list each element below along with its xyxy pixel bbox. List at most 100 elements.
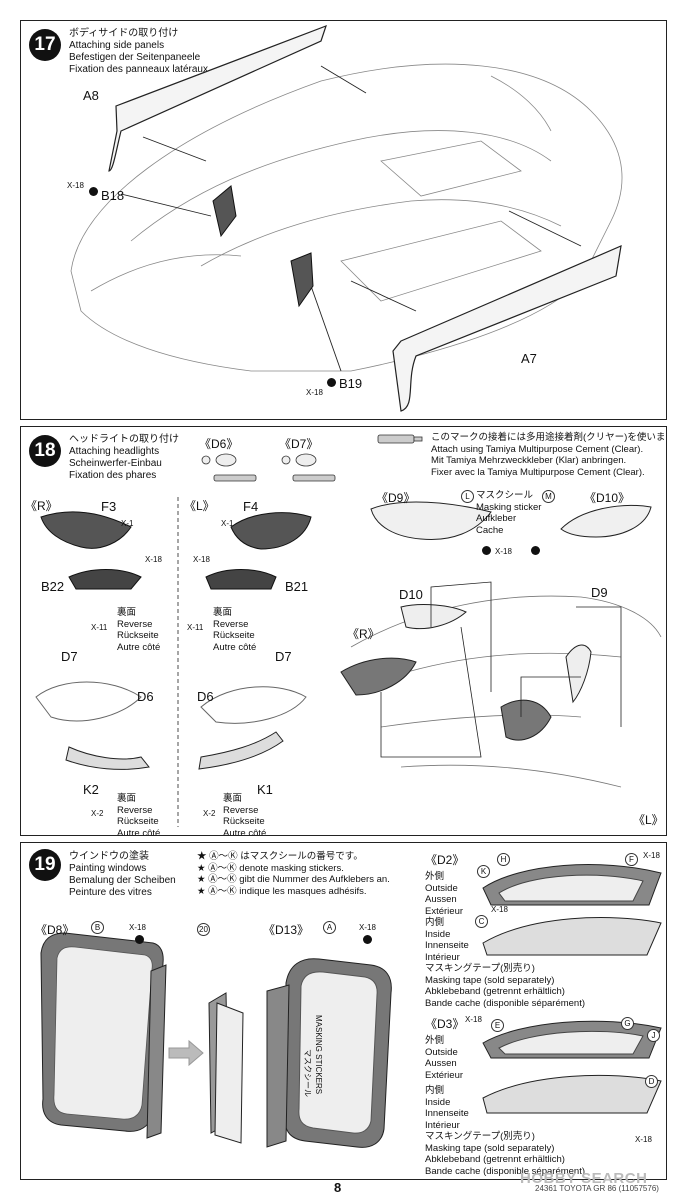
screw-icon xyxy=(89,187,98,196)
outside-fr: Extérieur xyxy=(425,905,464,917)
outside-de: Aussen xyxy=(425,894,457,905)
rev-de: Rückseite xyxy=(223,816,265,827)
rev-jp: 裏面 xyxy=(117,793,137,804)
outside-en: Outside xyxy=(425,882,458,894)
tape-en: Masking tape (sold separately) xyxy=(425,1142,555,1154)
part-d13-heading: 《D13》 xyxy=(263,923,310,937)
tape-jp: マスキングテープ(別売り) xyxy=(425,963,535,974)
left-side-heading: 《L》 xyxy=(633,813,664,827)
rev-de: Rückseite xyxy=(117,630,159,641)
outside-jp: 外側 xyxy=(425,871,445,882)
screw-x1-label: X-1 xyxy=(221,519,234,528)
mask-fr: Cache xyxy=(476,524,504,536)
cement-fr: Fixer avec la Tamiya Multipurpose Cement… xyxy=(431,466,645,478)
part-d6-label: D6 xyxy=(137,689,154,704)
screw-x18-label: X-18 xyxy=(495,547,512,556)
tape-note: マスキングテープ(別売り) Masking tape (sold separat… xyxy=(425,963,585,1009)
step-number: 19 xyxy=(29,849,61,881)
sticker-h-marker: H xyxy=(497,853,510,866)
rev-fr: Autre côté xyxy=(117,641,161,653)
title-de: Bemalung der Scheiben xyxy=(69,875,176,886)
cement-de: Mit Tamiya Mehrzweckkleber (Klar) anbrin… xyxy=(431,455,627,466)
screw-icon xyxy=(363,935,372,944)
part-d6-label: D6 xyxy=(197,689,214,704)
part-b22-label: B22 xyxy=(41,579,65,594)
part-f3-label: F3 xyxy=(101,499,117,514)
title-fr: Peinture des vitres xyxy=(69,887,152,898)
title-jp: ウインドウの塗装 xyxy=(69,851,149,862)
screw-x18-label: X-18 xyxy=(129,923,146,932)
outside-fr: Extérieur xyxy=(425,1069,464,1081)
masking-sticker-note: マスクシール Masking sticker Aufkleber Cache xyxy=(476,490,541,536)
part-b18-label: B18 xyxy=(101,188,125,203)
screw-icon xyxy=(327,378,336,387)
step-17-panel: 17 ボディサイドの取り付け Attaching side panels Bef… xyxy=(20,20,667,420)
left-side-heading: 《L》 xyxy=(184,499,215,513)
part-20-marker: 20 xyxy=(197,923,210,936)
sticker-f-marker: F xyxy=(625,853,638,866)
sticker-c-marker: C xyxy=(475,915,488,928)
title-en: Painting windows xyxy=(69,863,147,874)
title-fr: Fixation des phares xyxy=(69,470,157,481)
sticker-e-marker: E xyxy=(491,1019,504,1032)
screw-x1-label: X-1 xyxy=(121,519,134,528)
sticker-k-marker: K xyxy=(477,865,490,878)
mask-de: Aufkleber xyxy=(476,513,517,524)
title-en: Attaching side panels xyxy=(69,40,165,51)
right-side-heading: 《R》 xyxy=(347,627,380,641)
inside-note: 内側 Inside Innenseite Intérieur xyxy=(425,917,469,963)
screw-x2-label: X-2 xyxy=(203,809,216,818)
screw-icon xyxy=(482,546,491,555)
part-b21-label: B21 xyxy=(285,579,309,594)
headlight-diagram xyxy=(35,434,662,827)
rev-de: Rückseite xyxy=(117,816,159,827)
screw-x18-label: X-18 xyxy=(465,1015,482,1024)
rev-fr: Autre côté xyxy=(223,827,267,836)
outside-note: 外側 Outside Aussen Extérieur xyxy=(425,871,463,917)
step-title: ヘッドライトの取り付け Attaching headlights Scheinw… xyxy=(69,434,179,482)
sticker-g-marker: G xyxy=(621,1017,634,1030)
screw-x18-label: X-18 xyxy=(67,181,84,190)
screw-x11-label: X-11 xyxy=(187,623,204,632)
mask-en: Masking sticker xyxy=(476,501,542,513)
page-number: 8 xyxy=(334,1180,342,1195)
tape-de: Abklebeband (getrennt erhältlich) xyxy=(425,1154,565,1165)
part-d7-heading: 《D7》 xyxy=(279,437,319,451)
masking-sticker-text: MASKING STICKERS xyxy=(314,1015,323,1095)
part-d3-heading: 《D3》 xyxy=(425,1017,465,1031)
step-number: 17 xyxy=(29,29,61,61)
outside-note: 外側 Outside Aussen Extérieur xyxy=(425,1035,463,1081)
title-de: Scheinwerfer-Einbau xyxy=(69,458,162,469)
inside-de: Innenseite xyxy=(425,940,469,951)
part-d9-heading: 《D9》 xyxy=(376,491,416,505)
screw-x18-label: X-18 xyxy=(306,388,323,397)
screw-x18-label: X-18 xyxy=(635,1135,652,1144)
car-body-side-diagram xyxy=(70,24,623,412)
tape-fr: Bande cache (disponible séparément) xyxy=(425,1165,586,1177)
cement-tube-icon xyxy=(377,434,423,444)
inside-en: Inside xyxy=(425,928,451,940)
inside-note: 内側 Inside Innenseite Intérieur xyxy=(425,1085,469,1131)
inside-fr: Intérieur xyxy=(425,1119,460,1131)
screw-x18-label: X-18 xyxy=(491,905,508,914)
rev-de: Rückseite xyxy=(213,630,255,641)
tape-jp: マスキングテープ(別売り) xyxy=(425,1131,535,1142)
rev-en: Reverse xyxy=(223,804,259,816)
part-d7-label: D7 xyxy=(275,649,292,664)
rev-fr: Autre côté xyxy=(213,641,257,653)
window-painting-diagram xyxy=(40,864,662,1148)
reverse-note: 裏面 Reverse Rückseite Autre côté xyxy=(117,607,160,653)
screw-icon xyxy=(135,935,144,944)
sticker-l-marker: L xyxy=(461,490,474,503)
part-d10-heading: 《D10》 xyxy=(584,491,631,505)
part-d6-heading: 《D6》 xyxy=(199,437,239,451)
title-en: Attaching headlights xyxy=(69,446,160,457)
rev-en: Reverse xyxy=(213,618,249,630)
step-title: ウインドウの塗装 Painting windows Bemalung der S… xyxy=(69,851,176,899)
part-b19-label: B19 xyxy=(339,376,363,391)
part-d2-heading: 《D2》 xyxy=(425,853,465,867)
rev-en: Reverse xyxy=(117,804,153,816)
reverse-note: 裏面 Reverse Rückseite Autre côté xyxy=(223,793,267,836)
title-fr: Fixation des panneaux latéraux xyxy=(69,64,208,75)
footer-code: 24361 TOYOTA GR 86 (11057576) xyxy=(535,1184,659,1193)
